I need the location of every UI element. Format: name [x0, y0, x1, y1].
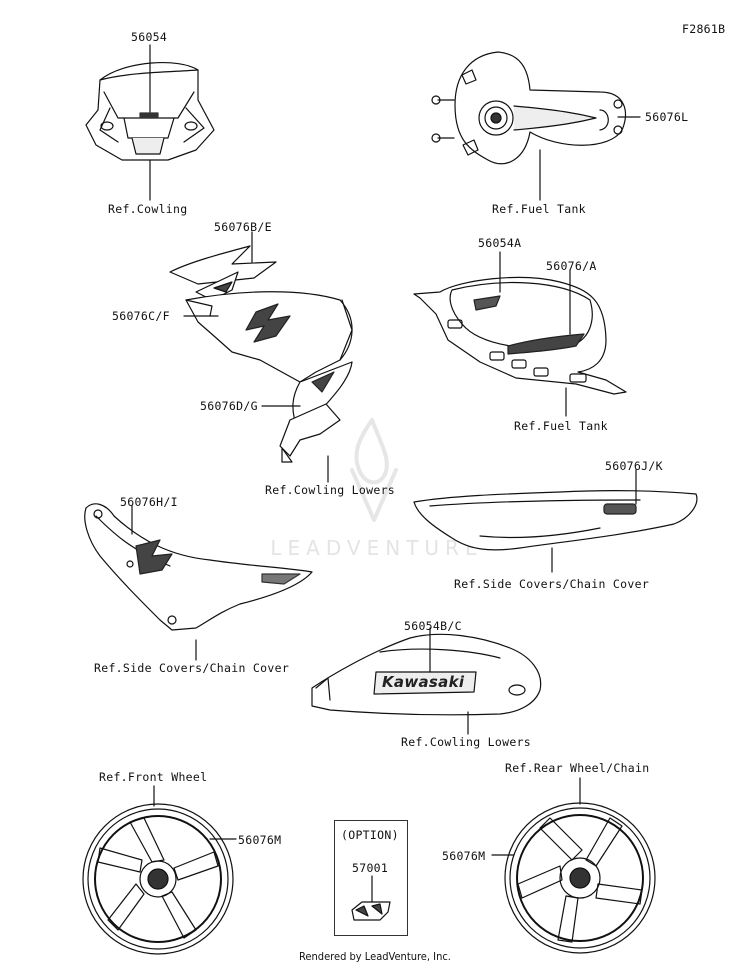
- rear-side-cover-right-part: [413, 469, 698, 573]
- label-ref-front-wheel[interactable]: Ref.Front Wheel: [99, 770, 208, 784]
- rear-wheel-part: [491, 777, 656, 954]
- label-56076M-front[interactable]: 56076M: [238, 833, 282, 847]
- label-ref-side-covers-2[interactable]: Ref.Side Covers/Chain Cover: [454, 577, 650, 591]
- label-56076J-K[interactable]: 56076J/K: [605, 459, 663, 473]
- label-56076B-E[interactable]: 56076B/E: [214, 220, 272, 234]
- fuel-tank-top-part: [431, 51, 641, 201]
- figure-code: F2861B: [682, 22, 726, 36]
- kawasaki-decal-text: Kawasaki: [382, 673, 465, 691]
- label-56076H-I[interactable]: 56076H/I: [120, 495, 178, 509]
- fuel-tank-cover-part: [413, 251, 627, 417]
- watermark-logo: [350, 418, 398, 522]
- label-56076D-G[interactable]: 56076D/G: [200, 399, 258, 413]
- watermark-text: LEADVENTURE: [270, 536, 484, 560]
- option-box-title: (OPTION): [341, 828, 399, 842]
- windscreen-part: [85, 44, 215, 201]
- label-56076C-F[interactable]: 56076C/F: [112, 309, 170, 323]
- label-56076M-rear[interactable]: 56076M: [442, 849, 486, 863]
- label-ref-cowling-lowers-2[interactable]: Ref.Cowling Lowers: [401, 735, 532, 749]
- front-wheel-part: [82, 785, 237, 955]
- lower-cowl-part: [311, 627, 542, 735]
- rear-side-cover-left-part: [84, 503, 313, 661]
- label-56076L[interactable]: 56076L: [645, 110, 689, 124]
- side-fairing-part: [169, 231, 353, 483]
- footer-credit: Rendered by LeadVenture, Inc.: [299, 950, 451, 963]
- label-56054B-C[interactable]: 56054B/C: [404, 619, 462, 633]
- label-ref-fuel-tank-2[interactable]: Ref.Fuel Tank: [514, 419, 608, 433]
- option-part-glyph: [351, 875, 391, 921]
- label-57001[interactable]: 57001: [352, 861, 389, 875]
- label-56076-A[interactable]: 56076/A: [546, 259, 597, 273]
- label-ref-rear-wheel[interactable]: Ref.Rear Wheel/Chain: [505, 761, 650, 775]
- label-ref-cowling[interactable]: Ref.Cowling: [108, 202, 188, 216]
- label-ref-cowling-lowers-1[interactable]: Ref.Cowling Lowers: [265, 483, 396, 497]
- option-box: [334, 820, 408, 936]
- label-ref-fuel-tank-top[interactable]: Ref.Fuel Tank: [492, 202, 586, 216]
- label-56054[interactable]: 56054: [131, 30, 168, 44]
- label-ref-side-covers-1[interactable]: Ref.Side Covers/Chain Cover: [94, 661, 290, 675]
- label-56054A[interactable]: 56054A: [478, 236, 522, 250]
